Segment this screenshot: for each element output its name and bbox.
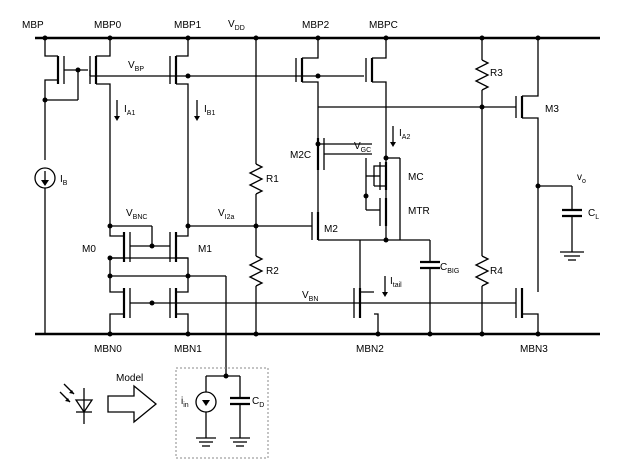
capacitor-cbig — [420, 240, 440, 334]
label-cl: CL — [588, 208, 599, 221]
label-mc: MC — [408, 172, 424, 183]
transistor-mbn1 — [169, 276, 189, 334]
label-mbpc: MBPC — [369, 20, 398, 31]
photodiode-icon — [59, 383, 94, 424]
label-cbig: CBIG — [440, 262, 459, 275]
label-mbp0: MBP0 — [94, 20, 122, 31]
label-mbn1: MBN1 — [174, 344, 202, 355]
label-iin: iin — [181, 396, 189, 409]
resistor-r2 — [248, 255, 264, 287]
label-r1: R1 — [266, 174, 279, 185]
transistor-m0 — [109, 220, 152, 276]
transistor-mc — [365, 157, 401, 240]
label-mbp2: MBP2 — [302, 20, 330, 31]
transistor-mbn0 — [109, 276, 131, 334]
label-cd: CD — [252, 396, 264, 409]
label-vbn: VBN — [302, 290, 318, 303]
transistor-m2 — [256, 212, 386, 292]
label-vgc: VGC — [354, 141, 371, 154]
label-m1: M1 — [198, 244, 212, 255]
label-r2: R2 — [266, 266, 279, 277]
transistor-mbn2 — [353, 288, 379, 334]
label-m3: M3 — [545, 104, 559, 115]
transistor-mbn3 — [515, 288, 539, 334]
junction-dots — [42, 35, 541, 379]
ground-symbol-cl — [560, 251, 584, 261]
label-m2c: M2C — [290, 150, 311, 161]
transistor-m1 — [110, 225, 189, 276]
label-ib: IB — [60, 174, 68, 187]
label-vbnc: VBNC — [126, 208, 147, 221]
capacitor-cl — [562, 186, 582, 252]
label-ib1: IB1 — [204, 104, 215, 117]
resistor-r4 — [474, 255, 490, 287]
label-mbn3: MBN3 — [520, 344, 548, 355]
model-box — [175, 367, 269, 459]
label-mbp1: MBP1 — [174, 20, 202, 31]
label-ia2: IA2 — [399, 128, 410, 141]
label-vi2a: VI2a — [218, 208, 235, 221]
transistor-mtr — [365, 190, 430, 241]
current-arrows — [114, 100, 396, 297]
transistor-mbp0 — [45, 38, 111, 220]
resistor-r3 — [474, 59, 490, 91]
transistor-mbpc — [365, 38, 387, 158]
transistor-mbp2 — [295, 38, 319, 144]
label-vdd: VDD — [228, 19, 245, 32]
label-mbn0: MBN0 — [94, 344, 122, 355]
label-ia1: IA1 — [124, 104, 135, 117]
label-m0: M0 — [82, 244, 96, 255]
label-r4: R4 — [490, 266, 503, 277]
label-model: Model — [116, 373, 143, 384]
label-itail: Itail — [390, 276, 402, 289]
label-mtr: MTR — [408, 206, 430, 217]
label-mbn2: MBN2 — [356, 344, 384, 355]
transistor-mbp1 — [169, 38, 189, 228]
model-arrow-icon — [107, 384, 158, 424]
transistor-mbp — [44, 38, 88, 160]
resistor-r1 — [248, 163, 264, 195]
label-r3: R3 — [490, 68, 503, 79]
label-vbp: VBP — [128, 60, 144, 73]
label-m2: M2 — [324, 224, 338, 235]
current-source-ib — [34, 167, 56, 334]
capacitor-cd — [230, 376, 250, 447]
label-vo: vo — [577, 172, 586, 185]
current-source-iin — [195, 375, 240, 447]
label-mbp: MBP — [22, 20, 44, 31]
